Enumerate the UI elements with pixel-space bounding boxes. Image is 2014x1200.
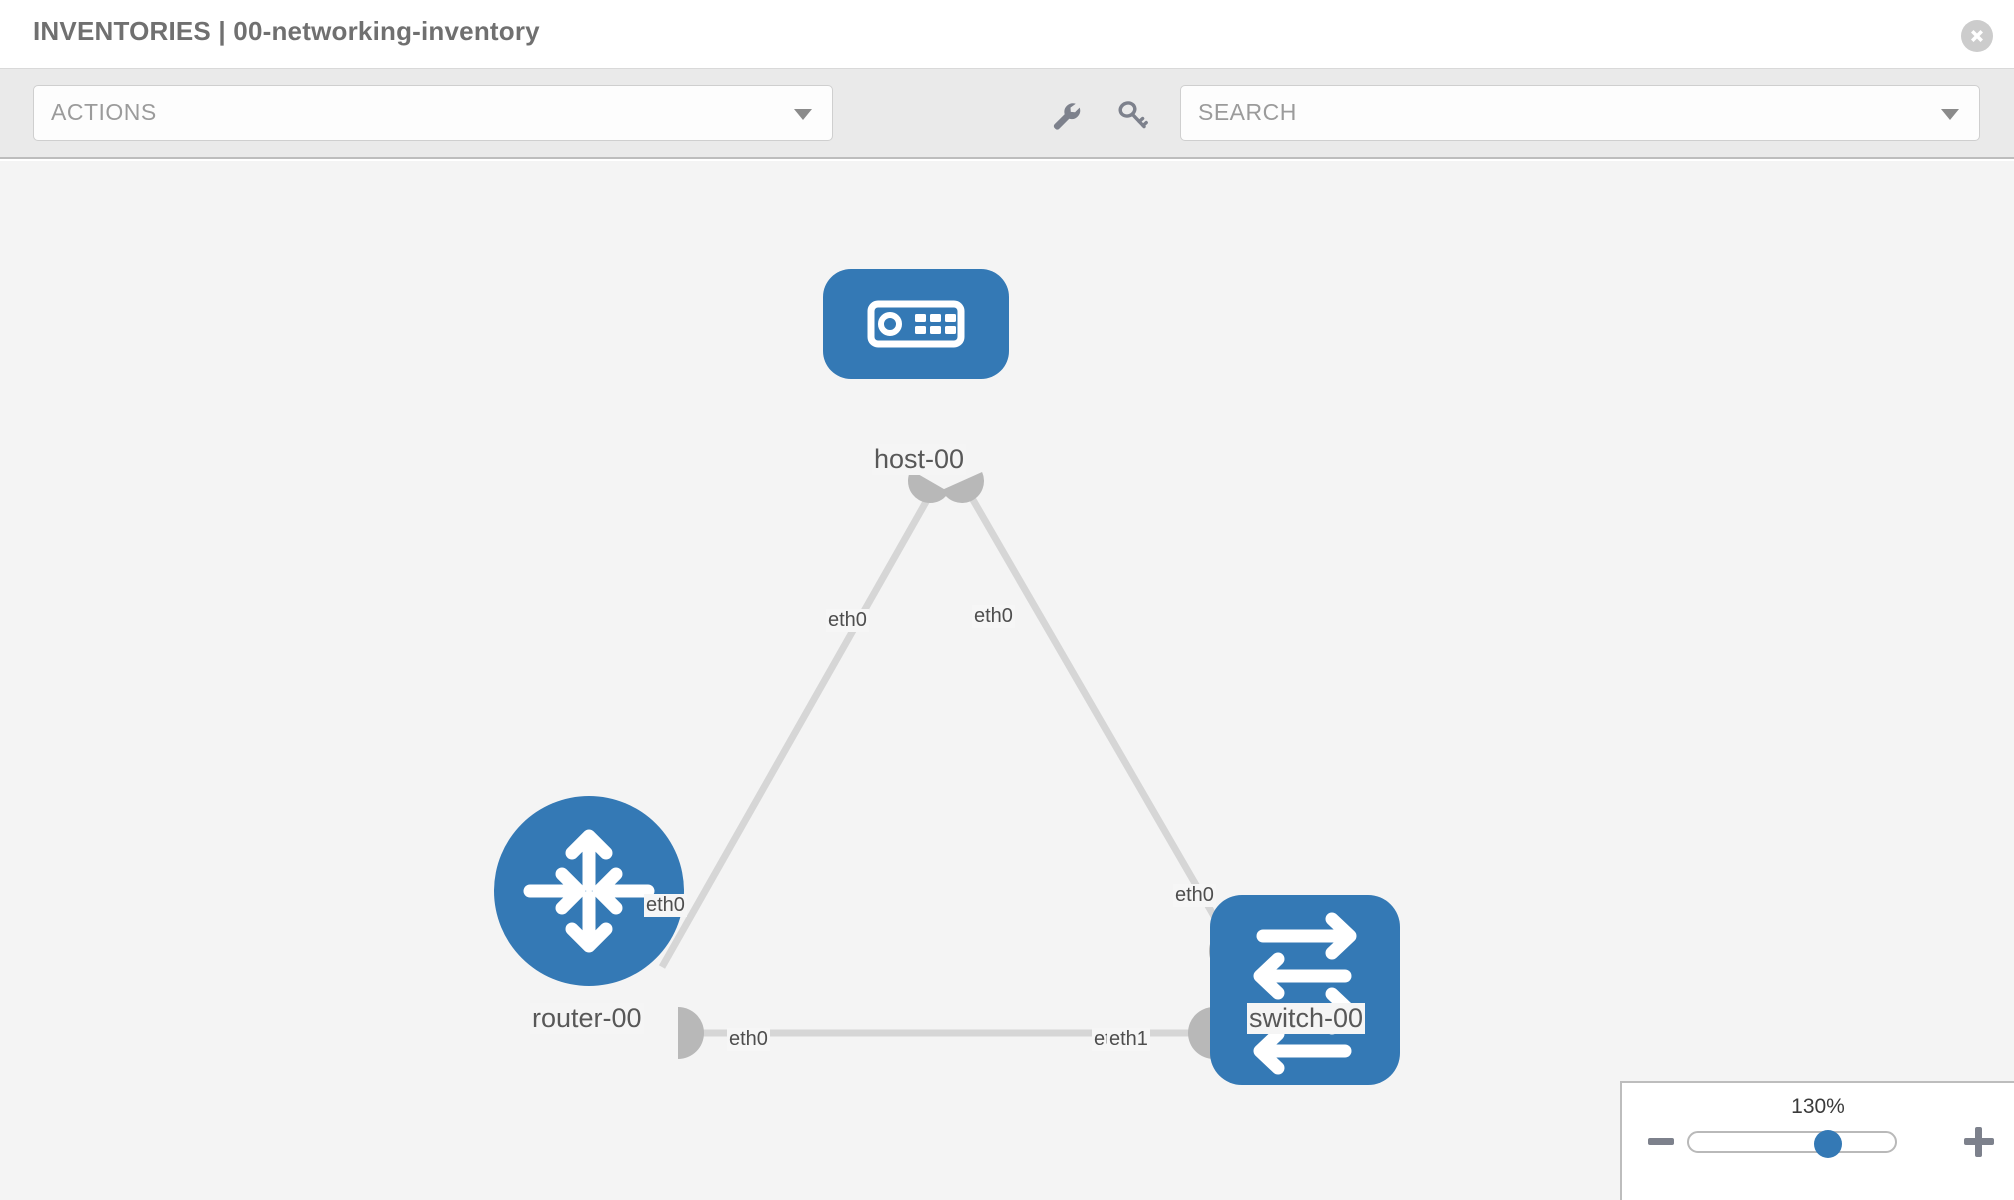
node-switch-00[interactable]: [1210, 895, 1400, 1085]
minus-icon[interactable]: [1648, 1138, 1674, 1145]
connector-router00-right[interactable]: [678, 1007, 704, 1059]
zoom-level-value: 130%: [1791, 1095, 1845, 1118]
zoom-slider-thumb[interactable]: [1814, 1130, 1842, 1158]
link-host00-switch00[interactable]: [961, 484, 1244, 963]
plus-icon[interactable]: [1964, 1127, 1994, 1157]
node-host-00[interactable]: [823, 269, 1009, 379]
zoom-control-panel: 130%: [1620, 1081, 2014, 1200]
search-input[interactable]: SEARCH: [1180, 85, 1980, 141]
iface-label-router00-uplink: eth0: [644, 894, 687, 917]
wrench-icon[interactable]: [1046, 95, 1086, 135]
toolbar: ACTIONS SEARCH: [0, 69, 2014, 159]
page-header: INVENTORIES | 00-networking-inventory: [0, 0, 2014, 69]
key-icon[interactable]: [1112, 95, 1152, 135]
iface-label-host00-left: eth0: [826, 609, 869, 632]
actions-dropdown-label: ACTIONS: [51, 99, 157, 125]
topology-connectors: [678, 470, 1261, 1059]
actions-dropdown[interactable]: ACTIONS: [33, 85, 833, 141]
iface-label-host00-right: eth0: [972, 605, 1015, 628]
search-placeholder: SEARCH: [1198, 99, 1297, 125]
zoom-slider-track[interactable]: [1687, 1130, 1897, 1158]
iface-label-switch00-eth1: eth1: [1107, 1028, 1150, 1051]
node-label-host-00: host-00: [872, 444, 967, 475]
node-label-router-00: router-00: [530, 1003, 644, 1034]
link-host00-router00[interactable]: [658, 484, 939, 969]
topology-links: [658, 484, 1244, 1037]
close-icon[interactable]: [1961, 20, 1993, 52]
connector-host00-left[interactable]: [900, 470, 950, 511]
topology-canvas[interactable]: eth0 eth0 eth0 eth0 eth0 eth0 eth1 host-…: [0, 161, 2014, 1200]
node-router-00[interactable]: [494, 796, 684, 986]
iface-label-router00-eth0: eth0: [727, 1028, 770, 1051]
chevron-down-icon[interactable]: [1941, 109, 1959, 120]
chevron-down-icon: [794, 109, 812, 120]
iface-label-switch00-uplink: eth0: [1173, 884, 1216, 907]
topology-graph: [494, 269, 1400, 1085]
node-label-switch-00: switch-00: [1247, 1003, 1366, 1034]
page-title: INVENTORIES | 00-networking-inventory: [33, 16, 540, 46]
zoom-slider-row: [1622, 1127, 2014, 1167]
connector-host00-right[interactable]: [941, 472, 991, 510]
